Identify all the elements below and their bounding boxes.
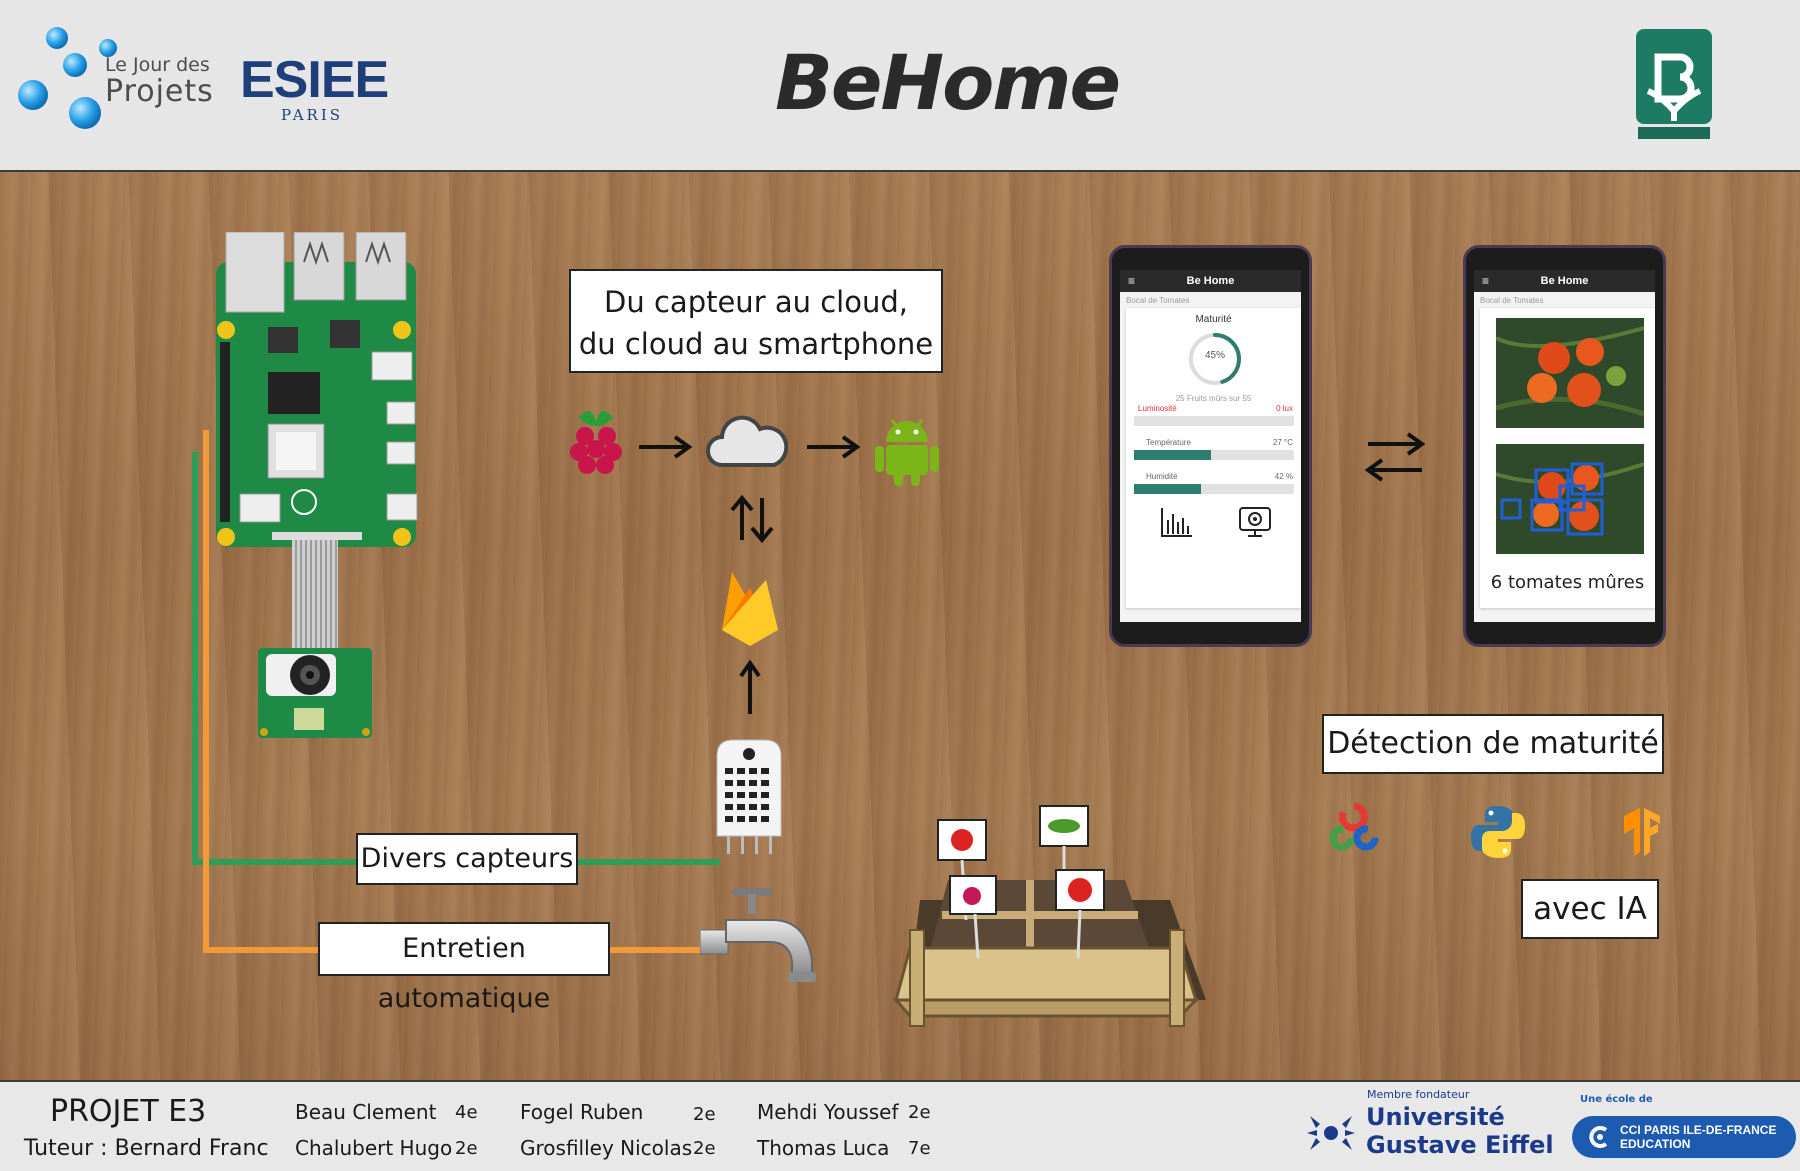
member-year: 4e [455,1102,478,1123]
uge-line1: Université [1366,1103,1505,1131]
maintenance-label: Entretien automatique [318,922,610,1014]
phone1-app-bar: ≡ Be Home [1120,270,1301,292]
footer: PROJET E3 Tuteur : Bernard Franc Beau Cl… [0,1080,1800,1171]
metric-bar-humidite [1134,484,1294,494]
member-name: Mehdi Youssef [757,1100,899,1124]
uge-line2: Gustave Eiffel [1366,1131,1554,1159]
sensors-label-text: Divers capteurs [360,843,574,874]
phone-detection: ≡ Be Home Bocal de Tomates [1463,245,1666,647]
metric-label-humidite: Humidité [1146,472,1178,481]
phone2-subtitle: Bocal de Tomates [1480,296,1544,305]
firebase-icon [722,572,778,646]
phone2-app-title: Be Home [1540,275,1589,287]
phone1-subtitle: Bocal de Tomates [1126,296,1190,305]
arrow-up-icon [739,660,761,714]
cloud-flow-line1: Du capteur au cloud, [604,285,908,319]
menu-icon-2[interactable]: ≡ [1482,274,1490,288]
esiee-city: PARIS [281,106,344,124]
page-title: BeHome [775,38,1121,127]
cci-line1: CCI PARIS ILE-DE-FRANCE [1620,1123,1777,1137]
cci-logo: CCI PARIS ILE-DE-FRANCE EDUCATION [1572,1116,1796,1158]
camera-module [258,648,372,738]
detection-card: 6 tomates mûres [1480,308,1655,608]
cloud-flow-line2: du cloud au smartphone [578,327,934,361]
metric-label-temperature: Température [1146,438,1191,447]
arrow-right-icon [639,435,693,459]
fruits-count: 25 Fruits mûrs sur 55 [1175,394,1252,403]
ribbon-cable [292,540,338,648]
member-year: 2e [908,1102,931,1123]
dht-sensor-icon [713,738,785,856]
behome-app-logo [1634,27,1714,142]
swap-arrows-icon [1364,432,1426,482]
phone-dashboard: ≡ Be Home Bocal de Tomates Maturité 45% … [1109,245,1312,647]
raspberry-pi-icon [570,410,622,474]
projets-label: Projets [105,74,214,109]
phone2-app-bar: ≡ Be Home [1474,270,1655,292]
member-name: Beau Clement [295,1100,437,1124]
raspberry-pi-board [212,231,422,552]
tomato-detection-photo [1496,444,1644,554]
metric-fill-humidite [1134,484,1202,494]
python-icon [1471,806,1525,858]
member-name: Chalubert Hugo [295,1136,453,1160]
metric-value-humidite: 42 % [1274,472,1293,481]
phone-detection-screen: ≡ Be Home Bocal de Tomates [1474,270,1655,622]
maturity-label: Détection de maturité [1322,714,1664,774]
maturity-card: Maturité 45% 25 Fruits mûrs sur 55 Lumin… [1126,308,1301,608]
member-year: 7e [908,1138,931,1159]
member-year: 2e [693,1138,716,1159]
esiee-logo: ESIEE [240,51,389,109]
member-year: 2e [455,1138,478,1159]
metric-label-luminosite: Luminosité [1138,404,1177,413]
metric-bar-temperature [1134,450,1294,460]
tensorflow-icon [1624,808,1660,856]
uge-emblem-icon [1307,1116,1355,1150]
app-logo-icon [1636,29,1712,139]
faucet-icon [700,888,816,982]
metric-bar-luminosite [1134,416,1294,426]
maturity-percent: 45% [1204,350,1225,361]
pcb-icon [216,231,418,547]
header: Le Jour des Projets ESIEE PARIS BeHome [0,0,1800,172]
chart-icon[interactable] [1160,506,1194,538]
phone1-app-title: Be Home [1186,275,1235,287]
phone-dashboard-screen: ≡ Be Home Bocal de Tomates Maturité 45% … [1120,270,1301,622]
cci-c-icon [1589,1126,1608,1148]
jour-des-projets-logo: Le Jour des Projets [15,20,215,145]
uge-caption: Membre fondateur [1367,1088,1470,1101]
camera-icon [258,648,372,738]
tutor-name: Tuteur : Bernard Franc [24,1136,269,1161]
camera-view-icon[interactable] [1238,506,1272,538]
maintenance-label-text: Entretien automatique [377,933,551,1014]
metric-value-luminosite: 0 lux [1276,404,1293,413]
cloud-icon [706,415,788,467]
project-name: PROJET E3 [50,1094,207,1129]
opencv-icon [1329,802,1379,851]
maturity-ring [1189,333,1241,385]
maturity-title: Maturité [1195,314,1232,325]
tomato-photo [1496,318,1644,428]
member-name: Thomas Luca [757,1136,890,1160]
menu-icon[interactable]: ≡ [1128,274,1136,288]
arrow-right-icon-2 [807,435,861,459]
cloud-flow-label: Du capteur au cloud, du cloud au smartph… [569,269,943,373]
sensors-label: Divers capteurs [356,833,578,885]
sync-arrows-icon [730,494,774,544]
metric-fill-temperature [1134,450,1211,460]
maturity-label-text: Détection de maturité [1327,726,1659,761]
detection-result: 6 tomates mûres [1490,572,1645,593]
ai-label-text: avec IA [1533,891,1647,927]
garden-box-icon [892,805,1206,1027]
member-name: Grosfilley Nicolas [520,1136,693,1160]
jour-des-label: Le Jour des [105,54,210,76]
cci-caption: Une école de [1580,1094,1653,1105]
bubbles-icon [18,27,117,129]
cci-line2: EDUCATION [1620,1137,1691,1151]
android-icon [875,419,939,486]
metric-value-temperature: 27 °C [1272,438,1293,447]
ai-label: avec IA [1521,879,1659,939]
member-name: Fogel Ruben [520,1100,644,1124]
member-year: 2e [693,1104,716,1125]
